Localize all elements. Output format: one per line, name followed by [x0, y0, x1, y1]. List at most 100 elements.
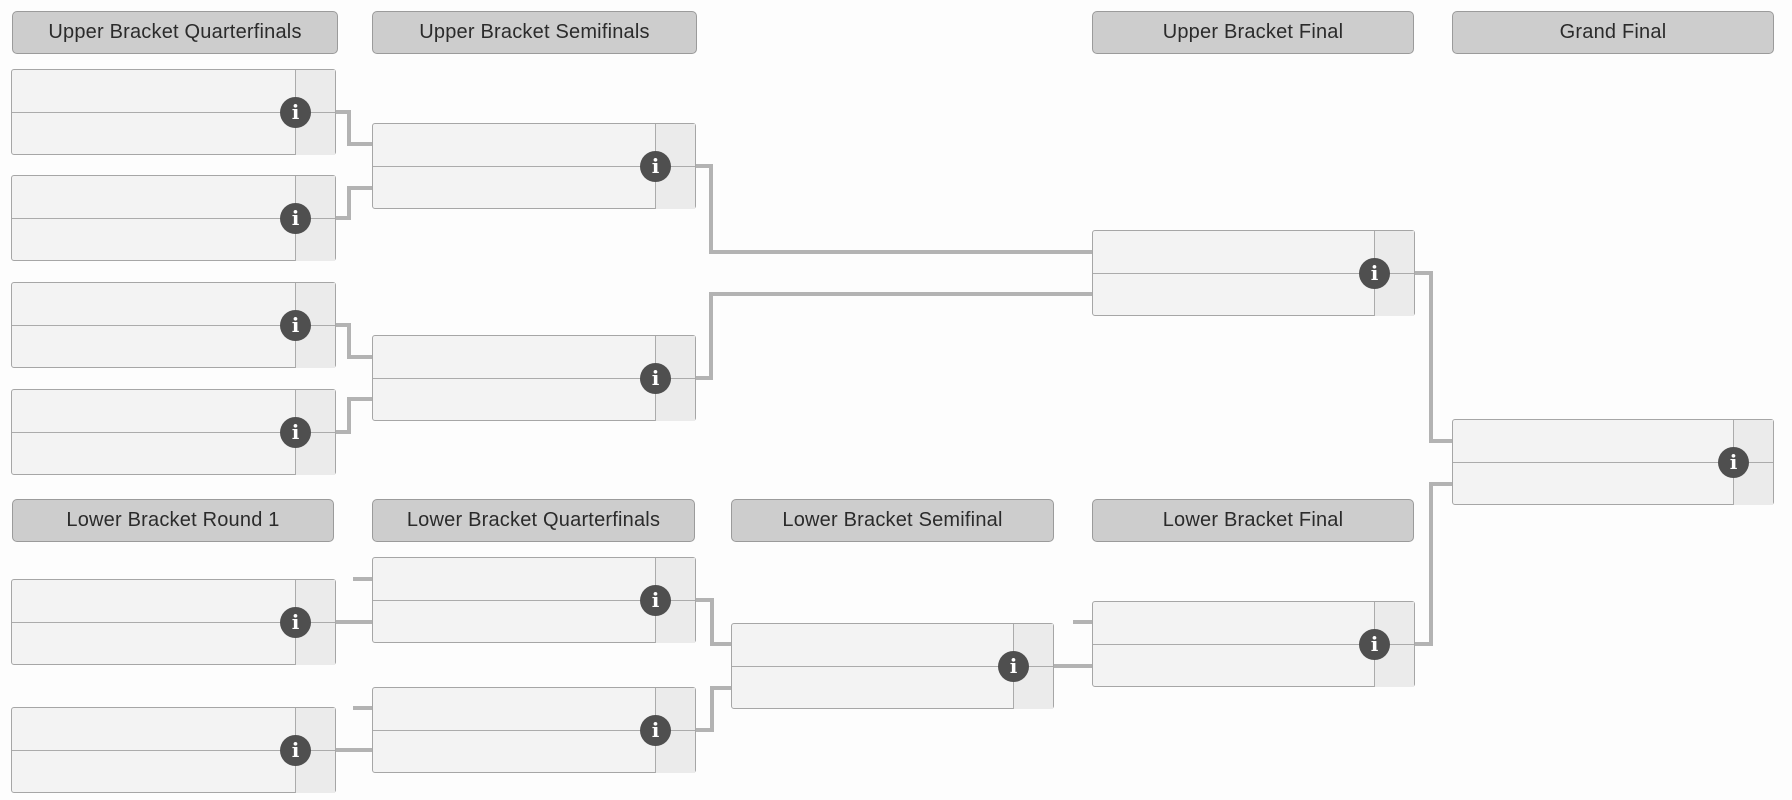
match-info-icon[interactable]: i — [1359, 629, 1390, 660]
match-ub-quarterfinal-3: i — [11, 282, 336, 368]
connector-line — [347, 323, 351, 359]
team-slot — [732, 624, 1053, 667]
team-name — [381, 167, 649, 209]
match-info-icon[interactable]: i — [280, 97, 311, 128]
match-info-icon[interactable]: i — [640, 715, 671, 746]
match-ub-semifinal-1: i — [372, 123, 696, 209]
match-lb-quarterfinal-2: i — [372, 687, 696, 773]
connector-line — [710, 598, 714, 646]
team-name — [20, 176, 289, 218]
team-name — [740, 667, 1007, 709]
connector-stub — [1073, 620, 1092, 624]
connector-line — [336, 620, 372, 624]
team-name — [381, 601, 649, 643]
match-grand-final: i — [1452, 419, 1774, 505]
connector-line — [347, 186, 372, 190]
team-name — [20, 390, 289, 432]
connector-line — [336, 323, 351, 327]
connector-line — [710, 642, 731, 646]
connector-line — [347, 186, 351, 220]
team-name — [1461, 463, 1727, 505]
team-slot — [12, 708, 335, 751]
connector-line — [347, 397, 372, 401]
team-name — [20, 283, 289, 325]
match-info-icon[interactable]: i — [280, 417, 311, 448]
team-name — [20, 326, 289, 368]
round-header-grand-final: Grand Final — [1452, 11, 1774, 54]
match-lb-semifinal: i — [731, 623, 1054, 709]
connector-line — [709, 292, 1092, 296]
connector-line — [1415, 271, 1433, 275]
team-name — [20, 751, 289, 793]
team-score — [295, 708, 335, 750]
team-name — [740, 624, 1007, 666]
connector-line — [1429, 271, 1433, 443]
round-header-lower-bracket-semifinal: Lower Bracket Semifinal — [731, 499, 1054, 542]
team-score — [1013, 624, 1053, 666]
match-ub-final: i — [1092, 230, 1415, 316]
match-ub-quarterfinal-2: i — [11, 175, 336, 261]
round-header-lower-bracket-round-1: Lower Bracket Round 1 — [12, 499, 334, 542]
match-info-icon[interactable]: i — [640, 363, 671, 394]
round-header-upper-bracket-final: Upper Bracket Final — [1092, 11, 1414, 54]
team-slot — [373, 688, 695, 731]
match-ub-semifinal-2: i — [372, 335, 696, 421]
match-info-icon[interactable]: i — [1359, 258, 1390, 289]
team-name — [20, 219, 289, 261]
connector-line — [336, 110, 351, 114]
connector-line — [696, 376, 713, 380]
team-slot — [12, 283, 335, 326]
connector-line — [709, 250, 1092, 254]
match-ub-quarterfinal-1: i — [11, 69, 336, 155]
connector-line — [347, 397, 351, 434]
team-name — [1101, 274, 1368, 316]
match-lb-round1-2: i — [11, 707, 336, 793]
team-name — [20, 708, 289, 750]
team-name — [381, 124, 649, 166]
round-header-lower-bracket-final: Lower Bracket Final — [1092, 499, 1414, 542]
match-ub-quarterfinal-4: i — [11, 389, 336, 475]
connector-line — [1429, 482, 1452, 486]
match-info-icon[interactable]: i — [280, 203, 311, 234]
connector-line — [1429, 482, 1433, 646]
connector-line — [336, 216, 351, 220]
connector-line — [710, 686, 731, 690]
team-name — [20, 70, 289, 112]
team-name — [20, 580, 289, 622]
connector-line — [696, 728, 712, 732]
team-name — [20, 113, 289, 155]
match-info-icon[interactable]: i — [1718, 447, 1749, 478]
match-info-icon[interactable]: i — [640, 151, 671, 182]
connector-line — [696, 164, 713, 168]
connector-stub — [353, 706, 372, 710]
round-header-lower-bracket-quarterfinals: Lower Bracket Quarterfinals — [372, 499, 695, 542]
match-info-icon[interactable]: i — [280, 607, 311, 638]
connector-stub — [353, 577, 372, 581]
team-name — [20, 433, 289, 475]
connector-line — [347, 110, 351, 146]
match-info-icon[interactable]: i — [998, 651, 1029, 682]
team-name — [381, 379, 649, 421]
connector-line — [710, 686, 714, 732]
connector-line — [347, 355, 372, 359]
team-name — [381, 558, 649, 600]
round-header-upper-bracket-semifinals: Upper Bracket Semifinals — [372, 11, 697, 54]
match-info-icon[interactable]: i — [280, 735, 311, 766]
match-info-icon[interactable]: i — [280, 310, 311, 341]
connector-line — [709, 292, 713, 380]
match-info-icon[interactable]: i — [640, 585, 671, 616]
team-name — [381, 336, 649, 378]
team-name — [1461, 420, 1727, 462]
team-name — [1101, 602, 1368, 644]
match-lb-final: i — [1092, 601, 1415, 687]
match-lb-round1-1: i — [11, 579, 336, 665]
match-lb-quarterfinal-1: i — [372, 557, 696, 643]
connector-line — [1415, 642, 1433, 646]
connector-line — [1429, 439, 1452, 443]
connector-line — [709, 164, 713, 254]
connector-line — [696, 598, 712, 602]
team-name — [20, 623, 289, 665]
team-name — [381, 731, 649, 773]
team-name — [381, 688, 649, 730]
